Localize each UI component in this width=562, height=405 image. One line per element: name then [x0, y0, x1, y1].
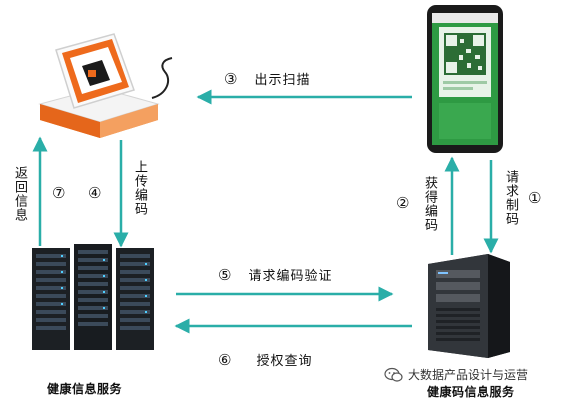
step-4-number: ④	[88, 184, 102, 202]
phone-qr-code-icon	[427, 5, 503, 153]
wechat-icon	[384, 367, 403, 382]
step-6-text: 授权查询	[256, 354, 313, 369]
step-2-text: 获得编码	[422, 176, 437, 232]
step-1-number: ①	[528, 189, 542, 207]
step-7-number: ⑦	[52, 184, 66, 202]
barcode-scanner-icon	[38, 33, 173, 138]
step-5-label: ⑤ 请求编码验证	[218, 265, 333, 284]
watermark-text: 大数据产品设计与运营	[408, 368, 529, 382]
step-4-text: 上传编码	[132, 160, 147, 216]
step-5-text: 请求编码验证	[248, 269, 333, 284]
step-3-label: ③ 出示扫描	[224, 69, 311, 88]
step-6-number: ⑥	[218, 351, 232, 369]
tower-server-icon	[428, 254, 510, 358]
step-7-text: 返回信息	[12, 166, 27, 222]
step-3-number: ③	[224, 70, 238, 88]
step-6-label: ⑥ 授权查询	[218, 350, 313, 369]
watermark: 大数据产品设计与运营	[382, 366, 531, 383]
health-service-label: 健康信息服务	[47, 382, 123, 396]
server-rack-icon	[32, 244, 154, 350]
step-3-text: 出示扫描	[254, 73, 311, 88]
step-5-number: ⑤	[218, 266, 232, 284]
step-2-number: ②	[396, 194, 410, 212]
health-code-service-label: 健康码信息服务	[427, 385, 515, 399]
step-1-text: 请求制码	[503, 170, 518, 226]
